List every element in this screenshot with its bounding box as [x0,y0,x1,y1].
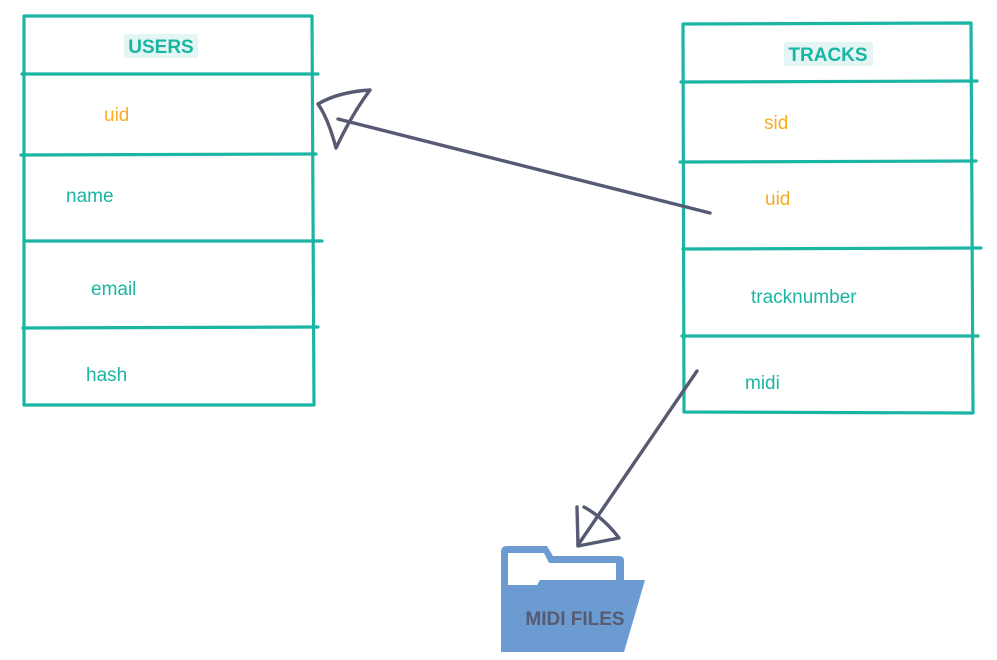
users-table: USERS uid name email hash [19,14,324,407]
folder-icon [501,546,645,652]
tracks-header-divider [679,79,979,84]
tracks-table-title: TRACKS [788,45,867,66]
arrow-head-uid [316,88,372,150]
tracks-row-divider [681,246,983,251]
users-field-email: email [91,279,136,300]
users-row-divider [21,325,320,330]
relation-arrow-midi [575,369,699,548]
tracks-table-border [681,21,975,415]
users-table-border [22,14,316,407]
tracks-field-sid: sid [764,113,788,134]
arrow-head-midi [575,505,621,548]
users-field-hash: hash [86,365,127,386]
midi-folder-label: MIDI FILES [525,609,624,630]
arrow-shaft-uid [336,117,712,215]
users-field-name: name [66,186,114,207]
users-title-highlight [124,34,198,58]
users-table-title: USERS [128,37,193,58]
midi-folder: MIDI FILES [501,546,645,652]
tracks-field-tracknumber: tracknumber [751,287,857,308]
tracks-row-divider [678,159,978,164]
users-row-divider [19,152,318,157]
users-field-uid: uid [104,105,129,126]
arrow-shaft-midi [576,369,699,547]
folder-front [501,580,645,652]
folder-opening [508,553,616,585]
tracks-field-uid: uid [765,189,790,210]
tracks-field-midi: midi [745,373,780,394]
relation-arrow-uid [316,88,712,215]
tracks-table: TRACKS sid uid tracknumber midi [678,21,983,415]
tracks-title-highlight [784,42,873,66]
